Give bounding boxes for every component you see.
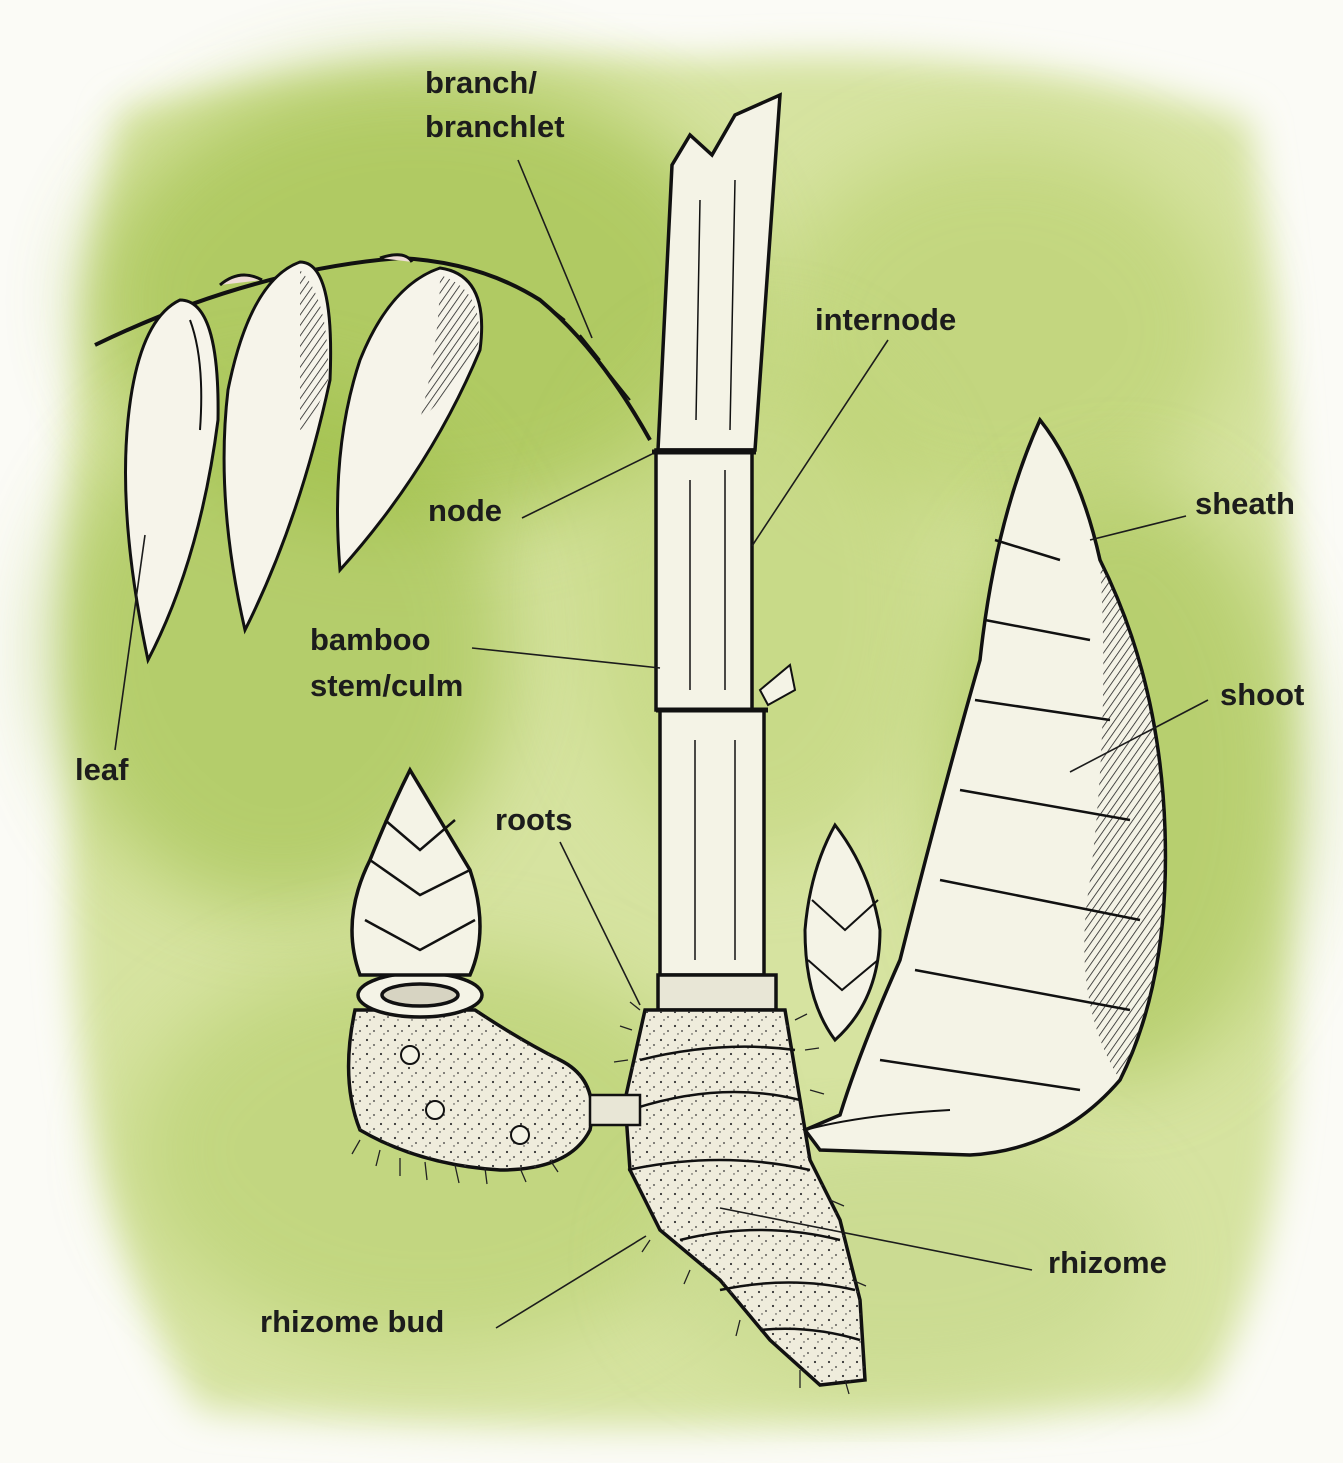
label-node: node — [428, 493, 502, 528]
label-sheath: sheath — [1195, 486, 1295, 521]
label-bamboo-line2: stem/culm — [310, 668, 463, 703]
label-rhizome-bud: rhizome bud — [260, 1304, 444, 1339]
label-rhizome: rhizome — [1048, 1245, 1167, 1280]
label-bamboo-line1: bamboo — [310, 622, 431, 657]
label-branch-line1: branch/ — [425, 65, 537, 100]
label-branch-line2: branchlet — [425, 109, 565, 144]
label-internode: internode — [815, 302, 956, 337]
label-roots: roots — [495, 802, 573, 837]
label-leaf: leaf — [75, 752, 129, 787]
label-shoot: shoot — [1220, 677, 1304, 712]
